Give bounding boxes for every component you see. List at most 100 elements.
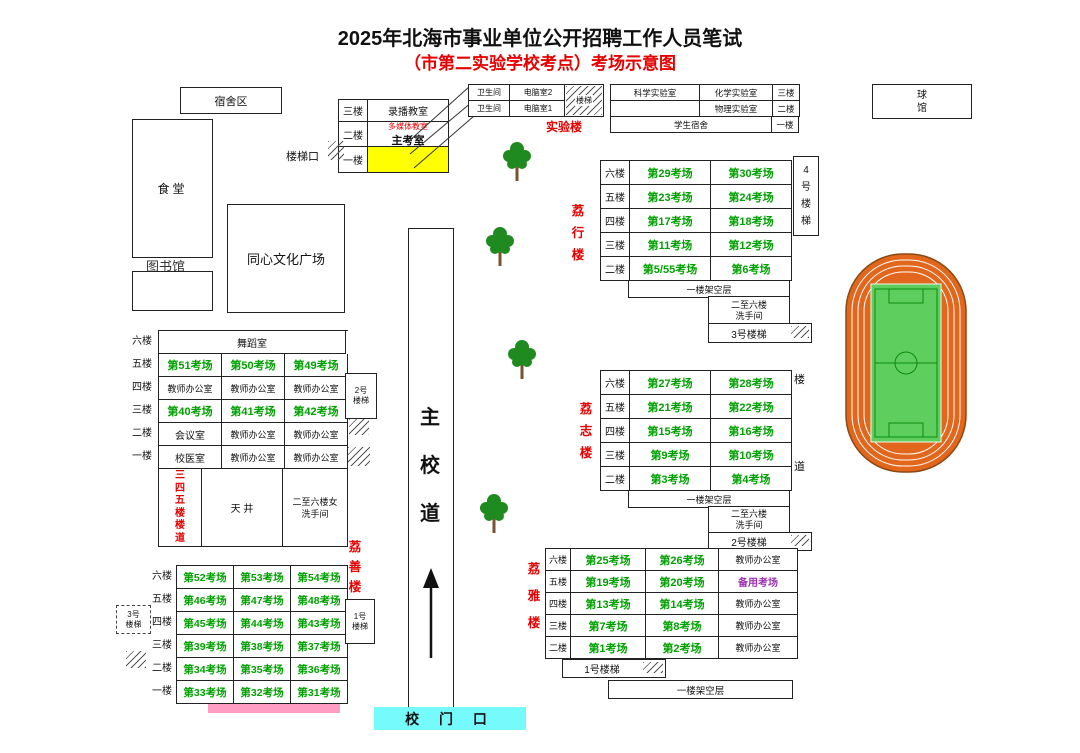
exam-room-cell: 第22考场: [711, 395, 792, 419]
washroom-label: 二至六楼女 洗手间: [283, 469, 348, 547]
office-cell: 教师办公室: [719, 615, 798, 637]
plaza-box: 同心文化广场: [227, 204, 345, 313]
exam-room-cell: 第16考场: [711, 419, 792, 443]
stairs-hatch: [126, 651, 146, 668]
corridor-connector-lines: [407, 85, 475, 169]
exam-room-cell: 第54考场: [291, 566, 348, 589]
floor-label: 三楼: [601, 443, 630, 467]
floor-label: 二楼: [601, 257, 630, 281]
stair-3-line: 楼梯: [125, 619, 142, 629]
exam-room-cell: 第35考场: [234, 658, 291, 681]
stairs-label: 楼梯: [575, 95, 593, 106]
toilet-cell: 卫生间: [469, 85, 510, 101]
office-cell: 教师办公室: [285, 446, 348, 469]
exam-room-cell: 第41考场: [222, 400, 285, 423]
washroom-line: 洗手间: [735, 520, 763, 530]
washroom-line: 洗手间: [301, 508, 329, 519]
library-label: 图书馆: [146, 259, 186, 274]
toilet-cell: 卫生间: [469, 101, 510, 117]
washroom-line: 洗手间: [735, 310, 763, 321]
exam-room-cell: 第29考场: [630, 161, 711, 185]
exam-room-cell: 第8考场: [646, 615, 719, 637]
chem-lab-cell: 化学实验室: [700, 85, 773, 101]
floor-label: 三楼: [339, 100, 368, 122]
exam-room-cell: 第32考场: [234, 681, 291, 704]
building-row: 物理实验室 二楼: [611, 101, 800, 117]
exam-room-cell: 第52考场: [177, 566, 234, 589]
office-cell: 教师办公室: [222, 423, 285, 446]
exam-room-cell: 第38考场: [234, 635, 291, 658]
office-cell: 教师办公室: [719, 637, 798, 659]
exam-room-cell: 第27考场: [630, 371, 711, 395]
exam-room-cell: 第44考场: [234, 612, 291, 635]
stair-3-dashed-box: 3号 楼梯: [116, 605, 151, 634]
floor-label: 四楼: [546, 593, 571, 615]
exam-room-cell: 第45考场: [177, 612, 234, 635]
yellow-highlight-room: [368, 147, 449, 173]
exam-room-cell: 第26考场: [646, 549, 719, 571]
floor-label: 五楼: [152, 594, 172, 605]
floor-label: 二楼: [339, 122, 368, 147]
exam-room-cell: 第43考场: [291, 612, 348, 635]
toilet-computer-grid: 卫生间 电脑室2 卫生间 电脑室1: [468, 84, 567, 117]
dorm-area-box: 宿舍区: [180, 87, 282, 114]
floor-label: 六楼: [152, 571, 172, 582]
building-row: 三楼 录播教室: [339, 100, 449, 122]
experiment-building-label: 实验楼: [546, 120, 583, 134]
exam-room-cell: 第3考场: [630, 467, 711, 491]
school-gate-label: 校 门 口: [374, 707, 526, 730]
stair-2-label: 2号楼梯: [731, 538, 767, 549]
floor-label: 四楼: [601, 419, 630, 443]
clinic-cell: 校医室: [159, 446, 222, 469]
stairs-hatch: [348, 447, 370, 466]
washroom-label: 二至六楼 洗手间: [708, 506, 790, 534]
computer-room-cell: 电脑室1: [510, 101, 567, 117]
office-cell: 教师办公室: [222, 446, 285, 469]
exam-room-cell: 第42考场: [285, 400, 348, 423]
building-row: 学生宿舍 一楼: [611, 117, 800, 133]
exam-room-cell: 第1考场: [571, 637, 646, 659]
building-row: 卫生间 电脑室1: [469, 101, 567, 117]
exam-room-cell: 第10考场: [711, 443, 792, 467]
page-title: 2025年北海市事业单位公开招聘工作人员笔试: [337, 28, 743, 50]
exam-room-cell: 第23考场: [630, 185, 711, 209]
floor-label: 三楼: [773, 85, 800, 101]
stair-2-line: 2号: [354, 386, 368, 395]
building-lishan-lower: 第52考场第53考场第54考场 第46考场第47考场第48考场 第45考场第44…: [176, 565, 348, 704]
floor-label: 一楼: [132, 451, 152, 462]
floor-label: 一楼: [152, 686, 172, 697]
office-cell: 教师办公室: [285, 423, 348, 446]
corridor-label-bottom: 道: [794, 461, 805, 473]
exam-room-cell: 第17考场: [630, 209, 711, 233]
exam-room-cell: 第40考场: [159, 400, 222, 423]
exam-room-cell: 第13考场: [571, 593, 646, 615]
canteen-box: 食堂: [132, 119, 213, 258]
stair-3-box: 3号楼梯: [708, 323, 812, 343]
floor-label: 三楼: [546, 615, 571, 637]
building-row: 一楼: [339, 147, 449, 173]
office-cell: 教师办公室: [719, 549, 798, 571]
building-name-liya: 荔雅楼: [527, 562, 541, 630]
main-road-label: 主校道: [420, 407, 440, 525]
building-name-lishan: 荔善楼: [348, 540, 362, 594]
stair-1-line: 1号: [353, 611, 367, 621]
exam-room-cell: 第47考场: [234, 589, 291, 612]
running-track: [845, 253, 967, 473]
stair-3-label: 3号楼梯: [731, 329, 767, 341]
stairs-hatch: [349, 419, 369, 435]
building-name-lizhi: 荔志楼: [579, 402, 593, 460]
stairs-hatch: [791, 535, 809, 546]
physics-lab-cell: 物理实验室: [700, 101, 773, 117]
exam-room-cell: 第11考场: [630, 233, 711, 257]
exam-room-cell: 第30考场: [711, 161, 792, 185]
lishan-upper-floor-labels: 六楼 五楼 四楼 三楼 二楼 一楼: [118, 330, 154, 468]
floor-label: 二楼: [601, 467, 630, 491]
tree-icon: [480, 494, 508, 533]
floor-label: 一楼: [339, 147, 368, 173]
tree-icon: [508, 340, 536, 379]
lishan-middle: 三四五楼楼道 天 井 二至六楼女 洗手间: [158, 468, 348, 547]
stair-1-small-box: 1号 楼梯: [345, 599, 375, 644]
tree-icon: [503, 142, 531, 181]
